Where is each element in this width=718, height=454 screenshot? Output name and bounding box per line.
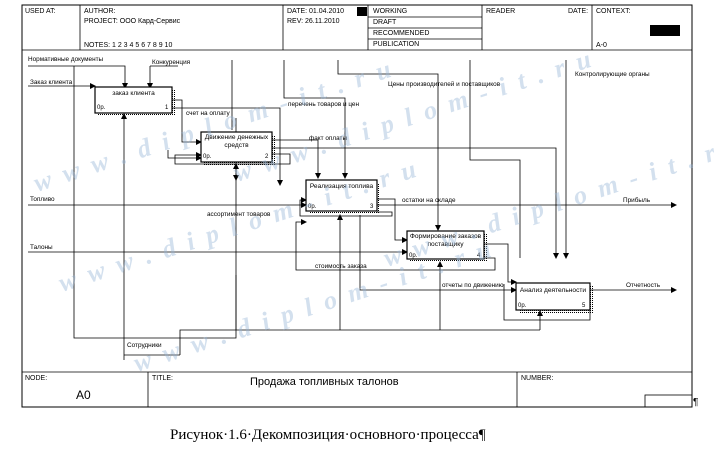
label-payment-invoice: счет на оплату: [186, 110, 230, 117]
arrow-lines: [28, 60, 677, 360]
author-label: AUTHOR:: [84, 8, 116, 15]
label-warehouse-rest: остатки на складе: [402, 197, 456, 204]
label-profit: Прибыль: [623, 197, 651, 204]
arrow-warehouse-rest: [377, 198, 408, 243]
rev-label: REV: 26.11.2010: [287, 18, 340, 25]
number-label: NUMBER:: [521, 375, 554, 382]
paragraph-mark: ¶: [693, 397, 699, 408]
label-payment-fact: факт оплаты: [309, 135, 348, 142]
arrow-normative-docs: [28, 65, 128, 89]
box-1-title: заказ клиента: [112, 90, 155, 97]
status-publication: PUBLICATION: [373, 41, 420, 48]
context-label: CONTEXT:: [596, 8, 631, 15]
box-1-num: 1: [165, 105, 169, 111]
arrow-payment-fact: [272, 139, 321, 179]
footer-grid: [22, 371, 693, 408]
box-4-title: Формирование заказов поставщику: [409, 233, 482, 248]
status-draft: DRAFT: [373, 19, 397, 26]
diagram-frame: [21, 4, 693, 408]
header-grid: [22, 5, 692, 51]
box-2-num: 2: [265, 154, 269, 160]
arrow-order-cost: [295, 219, 496, 271]
box-supplier-orders: [406, 230, 485, 260]
label-goods-list: перечень товаров и цен: [288, 101, 360, 108]
label-movement-reports: отчеты по движению: [442, 282, 504, 289]
arrow-supplier-prices: [337, 60, 441, 231]
date-label: DATE: 01.04.2010: [287, 8, 345, 15]
activity-boxes: [94, 86, 593, 313]
label-supplier-prices: Цены производителей и поставщиков: [388, 81, 501, 88]
figure-caption: Рисунок·1.6·Декомпозиция·основного·проце…: [170, 427, 486, 443]
notes-label: NOTES: 1 2 3 4 5 6 7 8 9 10: [84, 42, 173, 49]
project-label: PROJECT: ООО Кард-Сервис: [84, 18, 181, 25]
box-4-num: 4: [477, 253, 481, 259]
context-thumbnail: [650, 25, 680, 36]
box-1-cost: 0р.: [97, 105, 106, 111]
label-order-cost: стоимость заказа: [315, 263, 367, 270]
context-node: A-0: [596, 42, 607, 49]
box-3-cost: 0р.: [308, 204, 317, 210]
label-coupons: Талоны: [30, 244, 53, 251]
arrow-payment-invoice: [172, 99, 202, 145]
status-working: WORKING: [373, 8, 408, 15]
diagram-title: Продажа топливных талонов: [250, 376, 399, 388]
arrow-assortment: [299, 197, 393, 217]
box-4-cost: 0р.: [409, 253, 418, 259]
used-at-label: USED AT:: [25, 8, 56, 15]
reader-date-label: DATE:: [568, 8, 589, 15]
label-employees: Сотрудники: [127, 342, 162, 349]
label-client-order: Заказ клиента: [30, 79, 73, 86]
node-value: A0: [76, 388, 91, 402]
node-label: NODE:: [25, 375, 48, 382]
label-assortment: ассортимент товаров: [207, 211, 271, 218]
working-status-marker: [357, 7, 367, 16]
box-money-movement: [200, 131, 273, 163]
box-client-order: [94, 86, 173, 114]
box-5-title: Анализ деятельности: [519, 287, 587, 294]
box-3-title: Реализация топлива: [309, 183, 374, 190]
status-recommended: RECOMMENDED: [373, 30, 430, 37]
box-fuel-sales: [305, 179, 378, 212]
label-reporting: Отчетность: [626, 282, 661, 289]
box-2-cost: 0р.: [203, 154, 212, 160]
reader-label: READER: [486, 8, 516, 15]
label-competition: Конкуренция: [152, 59, 191, 66]
box-activity-analysis: [515, 282, 591, 311]
box-5-num: 5: [582, 303, 586, 309]
box-2-title: Движение денежных средств: [204, 134, 269, 149]
title-label: TITLE:: [152, 375, 174, 382]
label-normative-docs: Нормативные документы: [28, 56, 104, 63]
label-control-bodies: Контролирующие органы: [575, 71, 650, 78]
box-3-num: 3: [370, 204, 374, 210]
label-fuel: Топливо: [30, 196, 55, 203]
box-5-cost: 0р.: [518, 303, 527, 309]
